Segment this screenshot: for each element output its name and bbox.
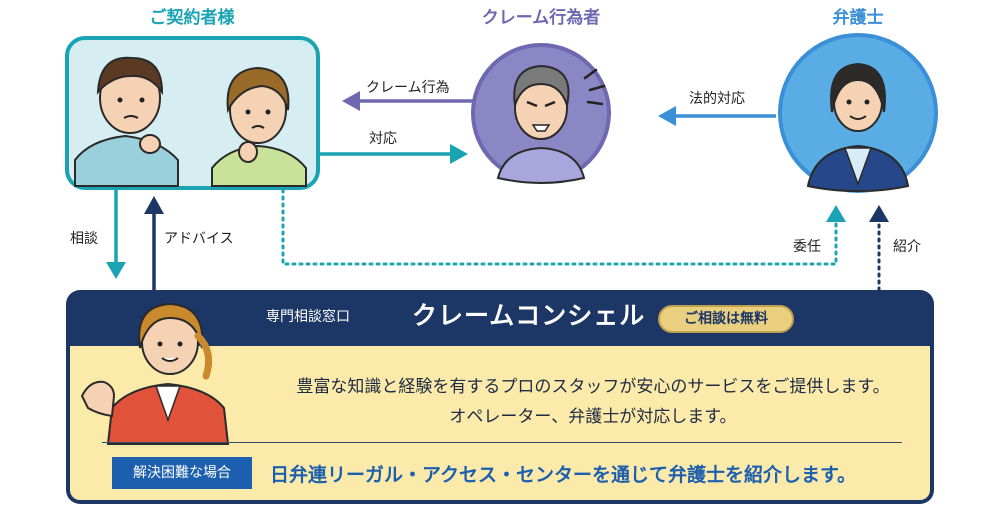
- client-box: [65, 36, 320, 190]
- operator-illustration: [80, 302, 230, 445]
- label-response: 対応: [369, 131, 397, 147]
- label-legal-response: 法的対応: [689, 91, 745, 107]
- label-claim-act: クレーム行為: [366, 80, 450, 96]
- divider: [102, 442, 902, 443]
- arrow-claim-act: [342, 91, 475, 111]
- label-advice: アドバイス: [164, 231, 234, 247]
- label-entrust: 委任: [793, 239, 821, 255]
- label-consult: 相談: [70, 231, 98, 247]
- service-subtitle: 専門相談窓口: [266, 309, 350, 325]
- claimant-circle: [471, 43, 611, 185]
- difficult-case-tag: 解決困難な場合: [112, 457, 252, 489]
- arrow-introduce: [869, 205, 889, 292]
- service-description-line1: 豊富な知識と経験を有するプロのスタッフが安心のサービスをご提供します。: [296, 377, 890, 397]
- label-introduce: 紹介: [893, 239, 921, 255]
- free-consultation-badge: ご相談は無料: [658, 305, 794, 333]
- arrow-consult: [106, 189, 126, 279]
- arrow-response: [320, 144, 468, 164]
- client-woman-illustration: [211, 66, 307, 187]
- claimant-title: クレーム行為者: [481, 8, 601, 28]
- arrow-entrust: [281, 188, 846, 266]
- arrow-legal-response: [658, 106, 776, 126]
- lawyer-title: 弁護士: [832, 8, 884, 28]
- arrow-advice: [144, 196, 164, 290]
- referral-text: 日弁連リーガル・アクセス・センターを通じて弁護士を紹介します。: [270, 464, 857, 486]
- client-title: ご契約者様: [149, 8, 235, 28]
- service-description-line2: オペレーター、弁護士が対応します。: [449, 407, 737, 427]
- client-man-illustration: [74, 56, 179, 187]
- service-name: クレームコンシェル: [412, 301, 646, 330]
- lawyer-circle: [778, 33, 938, 193]
